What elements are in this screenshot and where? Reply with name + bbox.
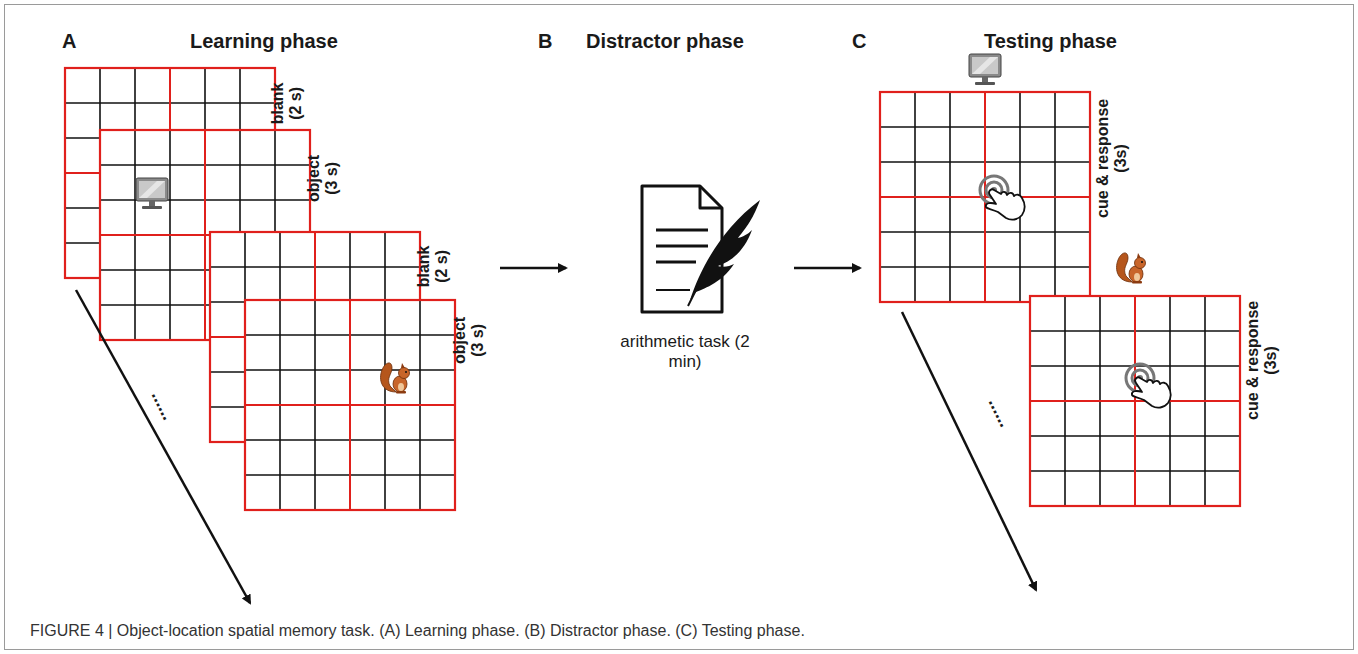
panel-letter: B bbox=[538, 30, 552, 53]
duration-label: cue & response (3s) bbox=[1094, 94, 1131, 222]
ellipsis: ...... bbox=[984, 394, 1016, 430]
ellipsis: ...... bbox=[147, 387, 179, 423]
task-label: arithmetic task (2 min) bbox=[615, 332, 755, 371]
figure-caption: FIGURE 4 | Object-location spatial memor… bbox=[30, 622, 805, 640]
location-grid bbox=[245, 300, 455, 510]
panel-letter: C bbox=[852, 30, 866, 53]
panel-letter: A bbox=[62, 30, 76, 53]
duration-label: blank (2 s) bbox=[270, 74, 307, 132]
duration-label: cue & response (3s) bbox=[1244, 296, 1281, 424]
location-grid bbox=[1030, 296, 1240, 506]
duration-label: object (3 s) bbox=[452, 311, 489, 369]
duration-label: object (3 s) bbox=[306, 149, 343, 207]
panel-title: Testing phase bbox=[984, 30, 1117, 53]
duration-label: blank (2 s) bbox=[416, 237, 453, 295]
panel-title: Learning phase bbox=[190, 30, 338, 53]
location-grid bbox=[880, 92, 1090, 302]
panel-title: Distractor phase bbox=[586, 30, 744, 53]
